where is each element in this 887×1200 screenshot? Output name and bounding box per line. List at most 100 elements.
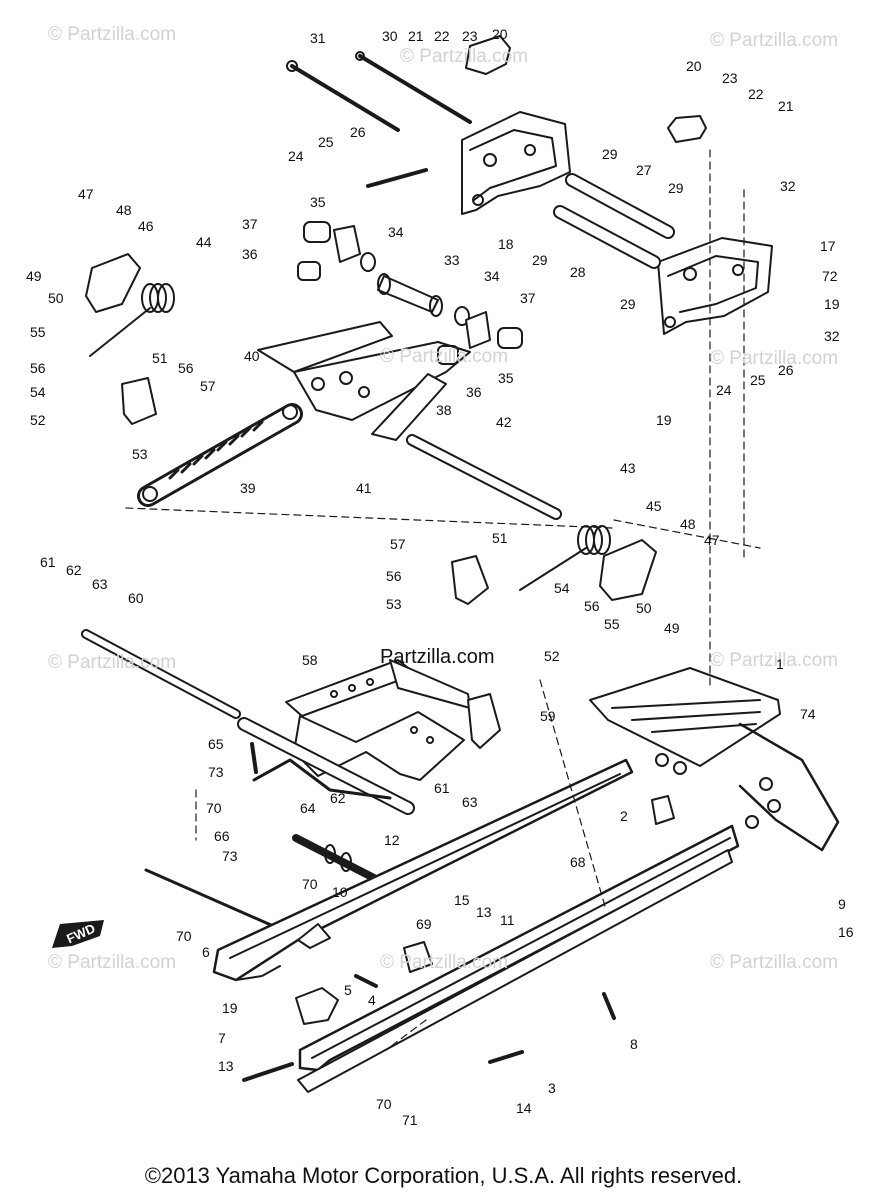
callout-3[interactable]: 70 (376, 1096, 392, 1112)
callout-42[interactable]: 42 (496, 414, 512, 430)
callout-26[interactable]: 26 (778, 362, 794, 378)
callout-34[interactable]: 34 (388, 224, 404, 240)
callout-27[interactable]: 27 (636, 162, 652, 178)
callout-44[interactable]: 44 (196, 234, 212, 250)
callout-54[interactable]: 54 (554, 580, 570, 596)
callout-1[interactable]: 1 (776, 656, 784, 672)
callout-12[interactable]: 2 (620, 808, 628, 824)
callout-56[interactable]: 56 (386, 568, 402, 584)
callout-4[interactable]: 19 (222, 1000, 238, 1016)
callout-19[interactable]: 19 (824, 296, 840, 312)
callout-5[interactable]: 4 (368, 992, 376, 1008)
callout-2[interactable]: 68 (570, 854, 586, 870)
callout-50[interactable]: 50 (636, 600, 652, 616)
callout-37[interactable]: 37 (242, 216, 258, 232)
callout-21[interactable]: 21 (408, 28, 424, 44)
callout-23[interactable]: 23 (722, 70, 738, 86)
callout-60[interactable]: 60 (128, 590, 144, 606)
callout-13[interactable]: 11 (500, 912, 515, 928)
callout-62[interactable]: 62 (66, 562, 82, 578)
callout-25[interactable]: 25 (318, 134, 334, 150)
partzilla-link[interactable]: Partzilla.com (380, 646, 495, 668)
callout-52[interactable]: 52 (544, 648, 560, 664)
callout-20[interactable]: 20 (686, 58, 702, 74)
callout-36[interactable]: 36 (242, 246, 258, 262)
callout-57[interactable]: 57 (200, 378, 216, 394)
callout-32[interactable]: 32 (824, 328, 840, 344)
callout-6[interactable]: 5 (344, 982, 352, 998)
callout-25[interactable]: 25 (750, 372, 766, 388)
callout-48[interactable]: 48 (116, 202, 132, 218)
callout-24[interactable]: 24 (288, 148, 304, 164)
callout-45[interactable]: 45 (646, 498, 662, 514)
callout-22[interactable]: 22 (748, 86, 764, 102)
callout-47[interactable]: 47 (704, 532, 720, 548)
callout-33[interactable]: 33 (444, 252, 460, 268)
callout-56[interactable]: 56 (178, 360, 194, 376)
callout-52[interactable]: 52 (30, 412, 46, 428)
callout-19[interactable]: 19 (656, 412, 672, 428)
callout-57[interactable]: 57 (390, 536, 406, 552)
callout-55[interactable]: 55 (30, 324, 46, 340)
callout-68[interactable]: 70 (302, 876, 318, 892)
callout-64[interactable]: 62 (330, 790, 346, 806)
callout-61[interactable]: 61 (40, 554, 56, 570)
callout-74[interactable]: 74 (800, 706, 816, 722)
callout-70[interactable]: 10 (332, 884, 348, 900)
callout-30[interactable]: 30 (382, 28, 398, 44)
callout-14[interactable]: 3 (548, 1080, 556, 1096)
callout-21[interactable]: 21 (778, 98, 794, 114)
callout-51[interactable]: 51 (492, 530, 508, 546)
callout-49[interactable]: 49 (664, 620, 680, 636)
callout-63[interactable]: 12 (384, 832, 400, 848)
callout-43[interactable]: 43 (620, 460, 636, 476)
callout-66[interactable]: 64 (300, 800, 316, 816)
callout-29[interactable]: 29 (532, 252, 548, 268)
callout-35[interactable]: 35 (310, 194, 326, 210)
callout-11[interactable]: 69 (416, 916, 432, 932)
callout-47[interactable]: 47 (78, 186, 94, 202)
callout-70[interactable]: 71 (402, 1112, 418, 1128)
callout-10[interactable]: 9 (838, 896, 846, 912)
callout-65[interactable]: 65 (208, 736, 224, 752)
callout-29[interactable]: 29 (620, 296, 636, 312)
callout-72[interactable]: 72 (822, 268, 838, 284)
callout-40[interactable]: 40 (244, 348, 260, 364)
callout-23[interactable]: 23 (462, 28, 478, 44)
callout-19[interactable]: 8 (630, 1036, 638, 1052)
callout-37[interactable]: 37 (520, 290, 536, 306)
callout-73[interactable]: 73 (208, 764, 224, 780)
callout-39[interactable]: 39 (240, 480, 256, 496)
callout-32[interactable]: 32 (780, 178, 796, 194)
callout-36[interactable]: 36 (466, 384, 482, 400)
callout-61[interactable]: 63 (462, 794, 478, 810)
callout-13[interactable]: 14 (516, 1100, 532, 1116)
callout-53[interactable]: 53 (132, 446, 148, 462)
callout-70[interactable]: 70 (206, 800, 222, 816)
callout-54[interactable]: 54 (30, 384, 46, 400)
callout-69[interactable]: 70 (176, 928, 192, 944)
callout-8[interactable]: 7 (218, 1030, 226, 1046)
callout-26[interactable]: 26 (350, 124, 366, 140)
callout-15[interactable]: 13 (476, 904, 492, 920)
callout-70[interactable]: 6 (202, 944, 210, 960)
callout-34[interactable]: 34 (484, 268, 500, 284)
callout-29[interactable]: 29 (602, 146, 618, 162)
callout-7[interactable]: 13 (218, 1058, 234, 1074)
callout-46[interactable]: 46 (138, 218, 154, 234)
callout-18[interactable]: 18 (498, 236, 514, 252)
callout-66[interactable]: 66 (214, 828, 230, 844)
callout-28[interactable]: 28 (570, 264, 586, 280)
callout-59[interactable]: 59 (540, 708, 556, 724)
callout-50[interactable]: 50 (48, 290, 64, 306)
callout-17[interactable]: 17 (820, 238, 836, 254)
callout-9[interactable]: 16 (838, 924, 854, 940)
callout-63[interactable]: 63 (92, 576, 108, 592)
callout-73[interactable]: 73 (222, 848, 238, 864)
callout-38[interactable]: 38 (436, 402, 452, 418)
callout-51[interactable]: 51 (152, 350, 168, 366)
callout-20[interactable]: 20 (492, 26, 508, 42)
callout-22[interactable]: 22 (434, 28, 450, 44)
callout-62[interactable]: 61 (434, 780, 450, 796)
callout-41[interactable]: 41 (356, 480, 372, 496)
